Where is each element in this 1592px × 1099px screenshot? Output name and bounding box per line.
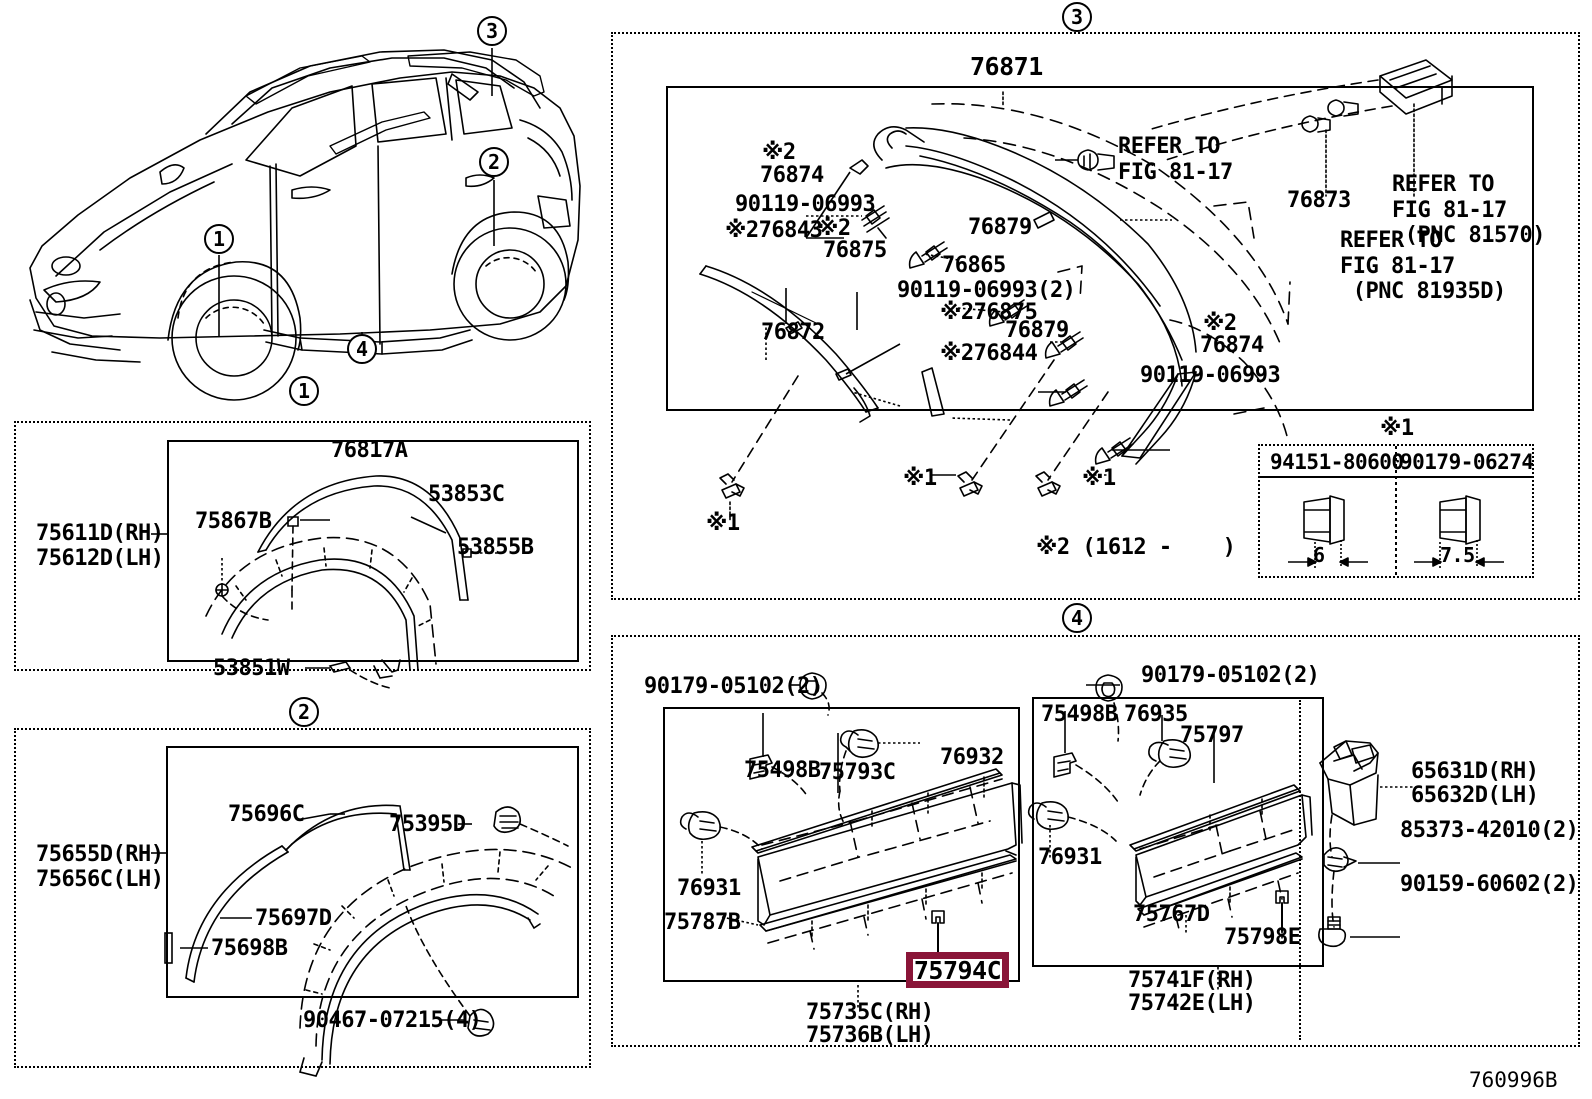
callout-4-label: 4 xyxy=(355,337,369,361)
panel-3-part-76879-b: 76879 xyxy=(1005,318,1069,343)
panel-2 xyxy=(14,728,591,1068)
callout-2-label: 2 xyxy=(487,150,501,174)
panel-1-marker-label: 1 xyxy=(297,379,311,403)
panel-2-part-75698B: 75698B xyxy=(211,936,288,961)
bolt-col-2-part: 90179-06274 xyxy=(1400,450,1534,474)
panel-4-left-assembly-rh: 75735C(RH) xyxy=(806,1000,934,1025)
panel-3-part-76875-b: ※276875 xyxy=(940,300,1038,325)
panel-4-far-right-box xyxy=(1299,700,1576,1040)
panel-3-marker: 3 xyxy=(1062,2,1092,32)
vehicle-callout-3: 3 xyxy=(477,16,507,46)
panel-3-star-leaders xyxy=(932,474,1108,476)
panel-4-far-part-85373: 85373-42010(2) xyxy=(1400,818,1579,843)
panel-2-side-label-lh: 75656C(LH) xyxy=(36,867,164,892)
panel-3-part-90119-a: 90119-06993 xyxy=(735,192,876,217)
panel-2-drawing xyxy=(151,804,573,1077)
panel-3-star1-marker-a: ※1 xyxy=(706,511,740,536)
panel-2-side-label-rh: 75655D(RH) xyxy=(36,842,164,867)
panel-3-star1-marker-b: ※1 xyxy=(903,466,937,491)
panel-3-title-76871: 76871 xyxy=(970,52,1043,81)
panel-4-left-assembly-lh: 75736B(LH) xyxy=(806,1023,934,1048)
panel-4-left-box xyxy=(663,707,1020,982)
callout-3-label: 3 xyxy=(485,19,499,43)
panel-2-inner-box xyxy=(166,746,579,998)
callout-1-label: 1 xyxy=(212,227,226,251)
panel-4-right-part-75797: 75797 xyxy=(1180,723,1244,748)
panel-4-right-box xyxy=(1032,697,1324,967)
panel-4-marker: 4 xyxy=(1062,603,1092,633)
panel-3-marker-label: 3 xyxy=(1070,5,1084,29)
panel-4-right-part-90179: 90179-05102(2) xyxy=(1141,663,1320,688)
bolt-col-1-part: 94151-80600 xyxy=(1270,450,1404,474)
vehicle-callout-4: 4 xyxy=(347,334,377,364)
panel-4-drawing xyxy=(679,672,1420,1009)
bolt-table-drawing xyxy=(1260,446,1532,576)
panel-3-part-76844: ※276844 xyxy=(940,341,1038,366)
panel-3-part-76874-bot: 76874 xyxy=(1200,333,1264,358)
panel-4-right-part-75767D: 75767D xyxy=(1133,902,1210,927)
panel-2-marker-label: 2 xyxy=(297,700,311,724)
panel-2-part-75395D: 75395D xyxy=(389,812,466,837)
panel-1-inner-box xyxy=(167,440,579,662)
panel-4-right-part-75498B: 75498B xyxy=(1041,702,1118,727)
panel-4-right-assembly-lh: 75742E(LH) xyxy=(1128,991,1256,1016)
panel-1-drawing xyxy=(151,475,505,689)
panel-3-part-76843: ※276843 xyxy=(725,218,823,243)
bolt-col-1-dim: 6 xyxy=(1313,543,1325,567)
panel-3-refer-note-3: REFER TO FIG 81-17 (PNC 81935D) xyxy=(1340,228,1506,305)
panel-3-star1-marker-c: ※1 xyxy=(1082,466,1116,491)
panel-3-note-76874-bot: ※2 xyxy=(1203,311,1237,336)
vehicle-callout-2: 2 xyxy=(479,147,509,177)
panel-1-marker: 1 xyxy=(289,376,319,406)
panel-3-part-76872: 76872 xyxy=(761,320,825,345)
panel-3-note-76874-top: ※2 xyxy=(762,140,796,165)
panel-1 xyxy=(14,421,591,671)
panel-4-far-part-65632D: 65632D(LH) xyxy=(1411,783,1539,808)
panel-3-refer-note-2: REFER TO FIG 81-17 (PNC 81570) xyxy=(1392,172,1545,249)
panel-2-part-75697D: 75697D xyxy=(255,906,332,931)
panel-1-part-53855B: 53855B xyxy=(457,535,534,560)
panel-4-far-part-90159: 90159-60602(2) xyxy=(1400,872,1579,897)
panel-3-part-90119-b: 90119-06993(2) xyxy=(897,278,1076,303)
panel-3-bolt-table-note: ※1 xyxy=(1380,416,1414,441)
panel-4-right-assembly-rh: 75741F(RH) xyxy=(1128,968,1256,993)
panel-4-marker-label: 4 xyxy=(1070,606,1084,630)
panel-3-drawing xyxy=(699,59,1453,523)
panel-2-marker: 2 xyxy=(289,697,319,727)
panel-4-left-part-75787B: 75787B xyxy=(664,910,741,935)
panel-3-part-90119-c: 90119-06993 xyxy=(1140,363,1281,388)
vehicle-callout-1: 1 xyxy=(204,224,234,254)
panel-3-part-76874-top: 76874 xyxy=(760,163,824,188)
panel-4-right-part-76935: 76935 xyxy=(1124,702,1188,727)
panel-4-right-part-75798E: 75798E xyxy=(1224,925,1301,950)
figure-id: 760996B xyxy=(1469,1068,1558,1092)
panel-4-left-part-75793C: 75793C xyxy=(819,760,896,785)
panel-4-left-part-76931: 76931 xyxy=(677,876,741,901)
panel-3-part-76879-a: 76879 xyxy=(968,215,1032,240)
panel-4-highlighted-part-75794C[interactable]: 75794C xyxy=(906,952,1009,988)
panel-4-far-part-65631D: 65631D(RH) xyxy=(1411,759,1539,784)
panel-3-note-76875-a: ※2 xyxy=(817,216,851,241)
panel-1-part-75867B: 75867B xyxy=(195,509,272,534)
vehicle-illustration xyxy=(29,48,581,401)
panel-3-inner-box xyxy=(666,86,1534,411)
panel-1-side-label-rh: 75611D(RH) xyxy=(36,521,164,546)
panel-3-refer-note-1: REFER TO FIG 81-17 xyxy=(1118,134,1233,185)
panel-4-left-part-75498B: 75498B xyxy=(744,758,821,783)
panel-4-left-part-90179: 90179-05102(2) xyxy=(644,674,823,699)
highlighted-part-label: 75794C xyxy=(913,955,1002,985)
panel-1-part-53853C: 53853C xyxy=(428,482,505,507)
panel-3-part-76865: 76865 xyxy=(942,253,1006,278)
bolt-col-2-dim: 7.5 xyxy=(1440,543,1475,567)
panel-3-part-76875-a: 76875 xyxy=(823,238,887,263)
panel-1-side-label-lh: 75612D(LH) xyxy=(36,546,164,571)
panel-2-part-75696C: 75696C xyxy=(228,802,305,827)
panel-3-part-76873: 76873 xyxy=(1287,188,1351,213)
panel-4-left-part-76932: 76932 xyxy=(940,745,1004,770)
panel-1-part-53851W: 53851W xyxy=(213,656,290,681)
panel-2-part-90467: 90467-07215(4) xyxy=(303,1008,482,1033)
panel-3-star2-note: ※2 (1612 - ) xyxy=(1036,535,1236,560)
panel-4-right-part-76931: 76931 xyxy=(1038,845,1102,870)
panel-1-part-76817A: 76817A xyxy=(331,438,408,463)
